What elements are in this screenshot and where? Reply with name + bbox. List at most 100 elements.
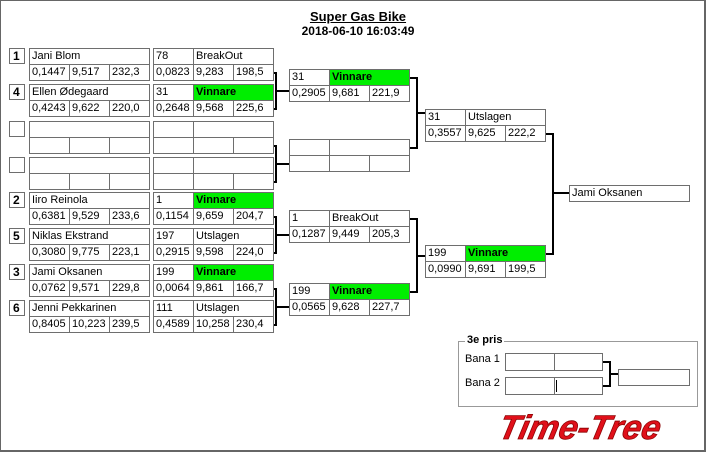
bracket-connector [277,163,289,165]
bracket-connector [410,147,418,149]
r3-result-elapsed-time: 9,691 [465,261,506,278]
third-place-title: 3e pris [465,334,505,346]
r1-result-status: Utslagen [193,300,274,317]
r1-result-elapsed-time [193,173,234,190]
bracket-connector [418,254,425,257]
bracket-connector [277,234,289,236]
racer-name[interactable]: Jami Oksanen [29,264,150,281]
racer-name[interactable]: Niklas Ekstrand [29,228,150,245]
r2-result-elapsed-time: 9,681 [329,85,370,102]
r1-result-elapsed-time: 9,283 [193,64,234,81]
bracket-connector [418,112,425,114]
racer-qual-et [69,137,110,154]
third-lane1-field-a[interactable] [505,353,555,371]
racer-qual-speed: 229,8 [109,280,150,297]
seed-number: 5 [9,228,25,244]
racer-qual-rt: 0,1447 [29,64,70,81]
third-connector [609,361,611,387]
bracket-connector [546,253,554,255]
racer-qual-rt [29,173,70,190]
time-tree-logo: Time-Tree [495,410,665,446]
r2-result-lane-value: 1 [289,210,330,227]
bracket-connector [546,133,554,135]
r2-result-speed: 205,3 [369,226,410,243]
third-lane2-field-b[interactable] [554,377,603,395]
event-datetime: 2018-06-10 16:03:49 [301,24,415,38]
seed-number [9,121,25,137]
r2-result-status: Vinnare [329,283,410,300]
bracket-connector [275,216,277,254]
r1-result-speed [233,173,274,190]
seed-number [9,157,25,173]
r2-result-status [329,139,410,156]
seed-number: 2 [9,192,25,208]
r1-result-elapsed-time: 10,258 [193,316,234,333]
racer-qual-speed: 233,6 [109,208,150,225]
third-connector [603,385,611,387]
r1-result-speed: 166,7 [233,280,274,297]
racer-name[interactable] [29,121,150,138]
r2-result-reaction-time: 0,2905 [289,85,330,102]
third-place-group [458,341,698,407]
racer-qual-et: 9,775 [69,244,110,261]
bracket-connector [277,306,289,308]
bracket-connector [410,291,418,293]
r1-result-lane-value [153,121,194,138]
r1-result-reaction-time [153,137,194,154]
r2-result-status: Vinnare [329,69,410,86]
racer-qual-rt: 0,0762 [29,280,70,297]
final-winner-field[interactable]: Jami Oksanen [569,185,690,202]
bracket-connector [554,192,569,194]
bracket-connector [275,145,277,183]
third-connector [603,361,611,363]
seed-number: 4 [9,84,25,100]
logo-text: Time-Tree [496,410,665,446]
r1-result-lane-value: 78 [153,48,194,65]
event-title: Super Gas Bike [309,9,407,24]
r1-result-lane-value: 1 [153,192,194,209]
r1-result-reaction-time: 0,2915 [153,244,194,261]
r1-result-elapsed-time: 9,861 [193,280,234,297]
r1-result-elapsed-time: 9,568 [193,100,234,117]
third-place-winner-field[interactable] [618,369,690,386]
r3-result-speed: 199,5 [505,261,546,278]
racer-qual-rt: 0,3080 [29,244,70,261]
r2-result-speed: 227,7 [369,299,410,316]
racer-name[interactable]: Jani Blom [29,48,150,65]
bracket-connector [416,218,418,293]
racer-name[interactable]: Ellen Ødegaard [29,84,150,101]
bracket-connector [275,288,277,326]
lane2-label: Bana 2 [465,377,500,389]
racer-qual-speed: 232,3 [109,64,150,81]
racer-name[interactable]: Iiro Reinola [29,192,150,209]
racer-name[interactable] [29,157,150,174]
seed-number: 1 [9,48,25,64]
r1-result-status: Vinnare [193,192,274,209]
r1-result-lane-value: 111 [153,300,194,317]
bracket-connector [410,77,418,79]
racer-qual-rt: 0,8405 [29,316,70,333]
r1-result-speed: 225,6 [233,100,274,117]
racer-qual-et: 9,571 [69,280,110,297]
r1-result-status: Utslagen [193,228,274,245]
lane1-label: Bana 1 [465,353,500,365]
r3-result-status: Utslagen [465,109,546,126]
r2-result-lane-value: 31 [289,69,330,86]
r2-result-reaction-time [289,155,330,172]
r1-result-lane-value: 31 [153,84,194,101]
r1-result-lane-value: 197 [153,228,194,245]
racer-qual-rt [29,137,70,154]
r2-result-speed: 221,9 [369,85,410,102]
r2-result-lane-value [289,139,330,156]
bracket-connector [275,72,277,110]
racer-qual-speed: 239,5 [109,316,150,333]
r1-result-lane-value [153,157,194,174]
third-lane2-field-a[interactable] [505,377,555,395]
r2-result-elapsed-time [329,155,370,172]
third-lane1-field-b[interactable] [554,353,603,371]
r1-result-status [193,121,274,138]
racer-name[interactable]: Jenni Pekkarinen [29,300,150,317]
racer-qual-et: 9,622 [69,100,110,117]
seed-number: 6 [9,300,25,316]
